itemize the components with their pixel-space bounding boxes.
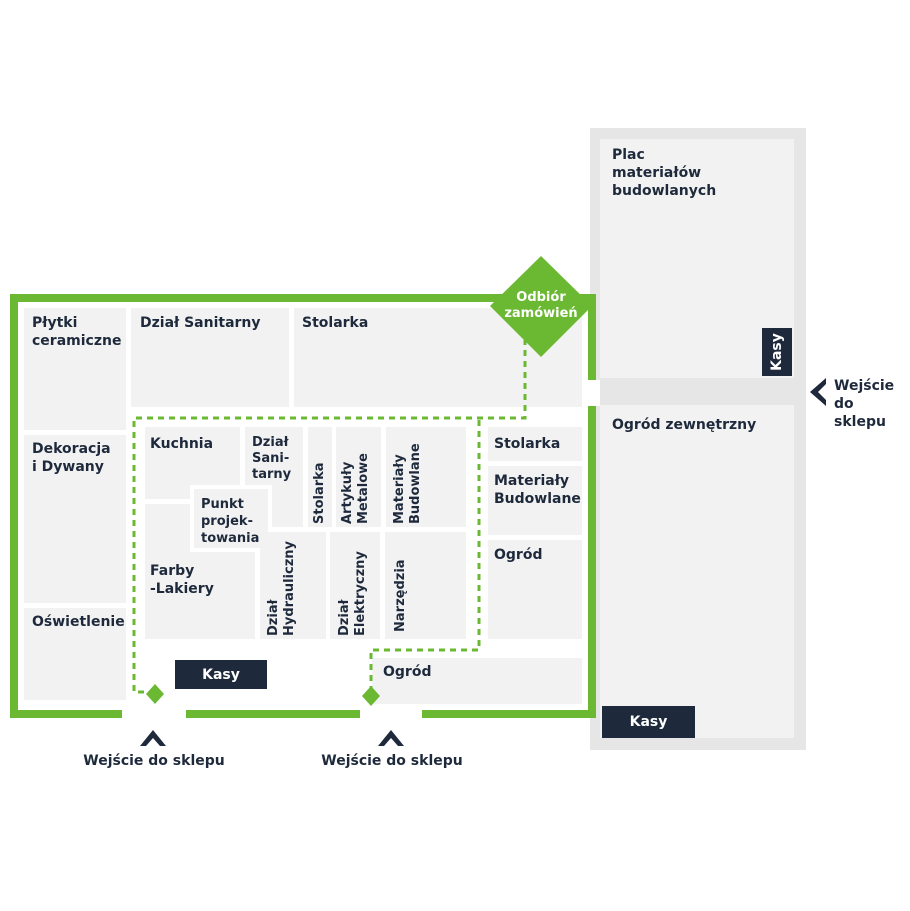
zone-materialy-right [488,466,582,535]
zone-hydrauliczny [260,532,326,639]
zone-oswietlenie [24,608,126,700]
label-farby: Farby -Lakiery [150,563,214,597]
entrance-left-label: Wejście do sklepu [83,753,225,769]
label-order-pickup: Odbiór zamówień [504,290,578,321]
label-stolarka-vertical: Stolarka [312,462,327,524]
label-materialy-right: Materiały Budowlane [494,473,581,507]
zone-ogrod-bottom [372,658,582,704]
label-sanitarny-small: Dział Sani- tarny [252,435,292,482]
zone-artykuly [336,427,381,527]
label-hydrauliczny: Dział Hydrauliczny [266,540,297,636]
zone-ogrod-right [488,540,582,639]
label-ogrod-right: Ogród [494,547,543,563]
entrance-middle-label: Wejście do sklepu [321,753,463,769]
label-plytki: Płytki ceramiczne [32,315,122,349]
label-oswietlenie: Oświetlenie [32,614,125,630]
kasy-garden: Kasy [602,706,695,738]
route-marker-middle [362,686,380,706]
label-outdoor-garden: Ogród zewnętrzny [612,417,757,433]
label-materialy-vertical: Materiały Budowlane [392,443,423,524]
label-stolarka-right: Stolarka [494,436,561,452]
building-materials-yard-zone [600,139,794,378]
order-pickup-diamond [490,256,592,357]
label-elektryczny: Dział Elektryczny [337,551,368,636]
label-ogrod-bottom: Ogród [383,664,432,680]
chevron-left-icon [810,378,826,406]
zone-stolarka-vertical [308,427,332,527]
zone-punkt [190,485,272,552]
zone-materialy-vertical [386,427,466,527]
zone-narzedzia [385,532,466,639]
label-artykuly: Artykuły Metalowe [340,453,371,524]
label-dzial-sanitarny: Dział Sanitarny [140,315,261,331]
zone-dekoracja [24,435,126,603]
outdoor-garden-zone [600,405,794,738]
door-gap-right [584,380,600,406]
door-gap-left [122,706,186,720]
label-dekoracja: Dekoracja i Dywany [32,441,111,475]
route-path-middle [369,418,481,692]
kasy-inside: Kasy [175,660,267,689]
zone-elektryczny [330,532,380,639]
door-gap-middle [360,706,422,720]
kasy-yard: Kasy [762,328,792,376]
store-outline [10,294,596,718]
label-building-materials-yard: Plac materiałów budowlanych [612,147,717,199]
chevron-up-icon [140,730,166,746]
route-marker-left [146,684,164,704]
zone-dzial-sanitarny [131,308,289,407]
label-narzedzia: Narzędzia [393,559,408,632]
entrance-right-label: Wejście do sklepu [834,378,895,430]
label-stolarka-top: Stolarka [302,315,369,331]
zone-stolarka-right [488,427,582,461]
chevron-up-icon [378,730,404,746]
label-punkt: Punkt projek- towania [201,497,260,546]
route-path [132,340,527,694]
label-kuchnia: Kuchnia [150,436,214,452]
zone-plytki [24,308,126,430]
